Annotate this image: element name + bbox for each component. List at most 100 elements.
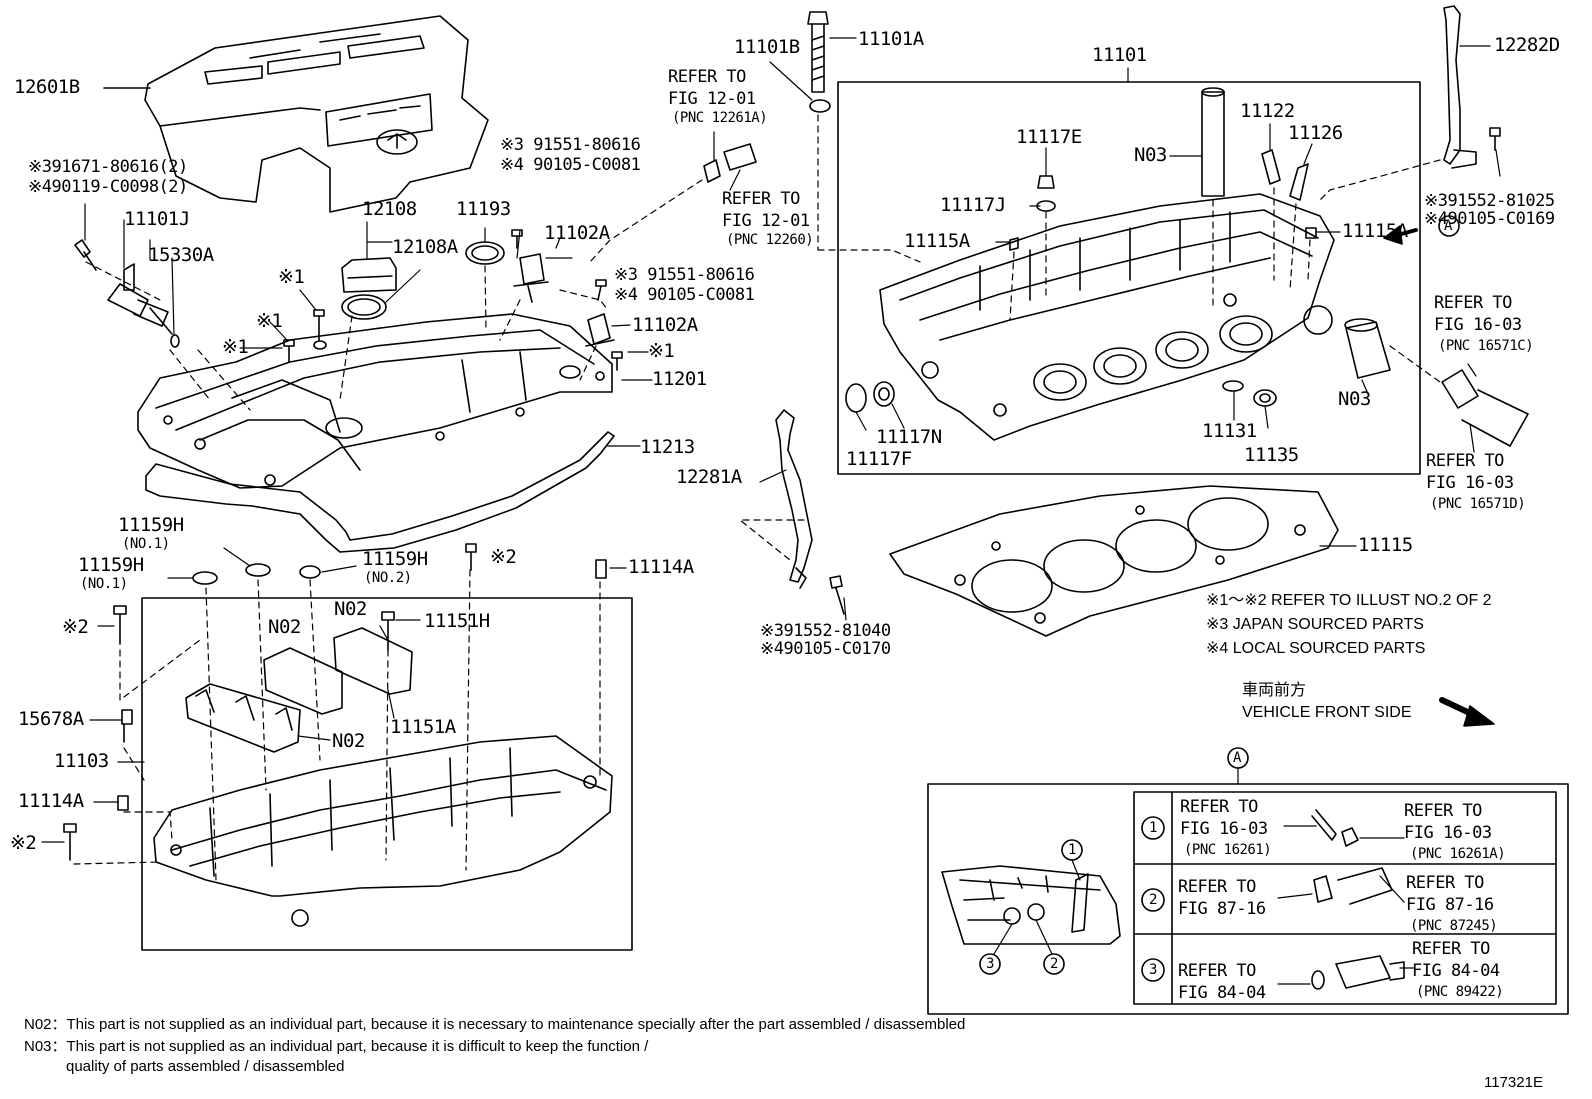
part-N02-b[interactable]: N02 [268, 616, 301, 638]
part-11122[interactable]: 11122 [1240, 100, 1295, 122]
part-N03-right[interactable]: N03 [1338, 388, 1371, 410]
code-right-1: ※391552-81025 [1424, 191, 1555, 211]
part-N02-c[interactable]: N02 [332, 730, 365, 752]
part-11114A-bottom[interactable]: 11114A [18, 790, 84, 812]
note-ref-1-d: ※1 [648, 340, 675, 362]
code-bottom-2: ※490105-C0170 [760, 639, 891, 659]
part-11159H-no2[interactable]: 11159H [362, 548, 428, 570]
inset-callout-1: 1 [1068, 842, 1076, 858]
inset-box [927, 783, 1569, 1015]
part-11201[interactable]: 11201 [652, 368, 707, 390]
inset-r1-right-2[interactable]: FIG 16-03 [1404, 823, 1492, 843]
refer-fig1201-a-1[interactable]: REFER TO [668, 67, 746, 87]
head-gasket-drawing [889, 485, 1339, 637]
part-11101J[interactable]: 11101J [124, 208, 190, 230]
part-15678A[interactable]: 15678A [18, 708, 84, 730]
part-12108A[interactable]: 12108A [392, 236, 458, 258]
inset-r3-right-2[interactable]: FIG 84-04 [1412, 961, 1500, 981]
part-11159H-no1-lower[interactable]: 11159H [78, 554, 144, 576]
part-11101[interactable]: 11101 [1092, 44, 1147, 66]
inset-r2-left-1[interactable]: REFER TO [1178, 877, 1256, 897]
part-12108[interactable]: 12108 [362, 198, 417, 220]
seal-11135-drawing [1253, 389, 1277, 407]
refer-fig1201-b-3: (PNC 12260) [726, 232, 814, 248]
inset-r2-right-1[interactable]: REFER TO [1406, 873, 1484, 893]
part-11103[interactable]: 11103 [54, 750, 109, 772]
part-11101B[interactable]: 11101B [734, 36, 800, 58]
part-11151A[interactable]: 11151A [390, 716, 456, 738]
refer-fig1603-c-3: (PNC 16571C) [1438, 338, 1534, 354]
inset-r1-left-1[interactable]: REFER TO [1180, 797, 1258, 817]
part-11131[interactable]: 11131 [1202, 420, 1257, 442]
part-11151H[interactable]: 11151H [424, 610, 490, 632]
oil-control-valve-drawing [74, 239, 180, 348]
side-bolt-drawings [63, 605, 133, 861]
inset-r3-left-2[interactable]: FIG 84-04 [1178, 983, 1266, 1003]
part-11117F[interactable]: 11117F [846, 448, 912, 470]
inset-r2-right-2[interactable]: FIG 87-16 [1406, 895, 1494, 915]
part-11114A-top[interactable]: 11114A [628, 556, 694, 578]
valve-guide-drawings [1261, 149, 1309, 201]
inset-r2-left-2[interactable]: FIG 87-16 [1178, 899, 1266, 919]
part-11117N[interactable]: 11117N [876, 426, 942, 448]
part-11102A-bottom[interactable]: 11102A [632, 314, 698, 336]
legend-note-1: ※1～※2 REFER TO ILLUST NO.2 OF 2 [1206, 592, 1492, 609]
code-mid2-2: ※4 90105-C0081 [614, 285, 755, 305]
refer-fig1201-a-2[interactable]: FIG 12-01 [668, 89, 756, 109]
part-N02-a[interactable]: N02 [334, 598, 367, 620]
inset-row2-num: 2 [1149, 892, 1157, 908]
part-11117E[interactable]: 11117E [1016, 126, 1082, 148]
code-right-2: ※490105-C0169 [1424, 209, 1555, 229]
bolt-drawings [283, 229, 623, 371]
refer-fig1603-d-1[interactable]: REFER TO [1426, 451, 1504, 471]
part-N03-pipe[interactable]: N03 [1134, 144, 1167, 166]
part-11159H-no1-upper[interactable]: 11159H [118, 514, 184, 536]
tube-right-drawing [1441, 369, 1529, 447]
part-11115A-left[interactable]: 11115A [904, 230, 970, 252]
note-ref-1-a: ※1 [278, 266, 305, 288]
refer-fig1201-a-3: (PNC 12261A) [672, 110, 768, 126]
part-12282D[interactable]: 12282D [1494, 34, 1560, 56]
inset-r3-right-1[interactable]: REFER TO [1412, 939, 1490, 959]
part-11117J[interactable]: 11117J [940, 194, 1006, 216]
refer-fig1603-d-2[interactable]: FIG 16-03 [1426, 473, 1514, 493]
seal-11131-drawing [1222, 380, 1244, 392]
refer-fig1603-c-2[interactable]: FIG 16-03 [1434, 315, 1522, 335]
refer-fig1201-b-1[interactable]: REFER TO [722, 189, 800, 209]
part-11126[interactable]: 11126 [1288, 122, 1343, 144]
view-marker-a[interactable]: A [1444, 218, 1452, 234]
camshaft-housing-drawing [153, 735, 613, 927]
plug-lower-drawings [845, 381, 895, 413]
refer-fig1603-c-1[interactable]: REFER TO [1434, 293, 1512, 313]
pipe-n03-right-drawing [1344, 318, 1391, 379]
pipe-n03-drawing [1201, 87, 1225, 197]
inset-callout-3: 3 [986, 956, 994, 972]
inset-r1-left-2[interactable]: FIG 16-03 [1180, 819, 1268, 839]
inset-r1-right-3: (PNC 16261A) [1410, 846, 1506, 862]
refer-fig1201-b-2[interactable]: FIG 12-01 [722, 211, 810, 231]
inset-r3-left-1[interactable]: REFER TO [1178, 961, 1256, 981]
part-11193[interactable]: 11193 [456, 198, 511, 220]
head-cover-gasket-drawing [145, 431, 615, 553]
part-12601B[interactable]: 12601B [14, 76, 80, 98]
oil-filler-cap-drawing [341, 241, 505, 320]
legend-note-2: ※3 JAPAN SOURCED PARTS [1206, 616, 1424, 633]
part-11115[interactable]: 11115 [1358, 534, 1413, 556]
cylinder-head-drawing [879, 193, 1335, 441]
part-11101A[interactable]: 11101A [858, 28, 924, 50]
bolt-11151H-drawing [381, 611, 395, 651]
part-11135[interactable]: 11135 [1244, 444, 1299, 466]
inset-r2-right-3: (PNC 87245) [1410, 918, 1498, 934]
part-15330A[interactable]: 15330A [148, 244, 214, 266]
bearing-caps-drawing [185, 627, 413, 753]
engine-cover-drawing [144, 15, 489, 213]
part-11102A-top[interactable]: 11102A [544, 222, 610, 244]
inset-r1-right-1[interactable]: REFER TO [1404, 801, 1482, 821]
part-11115A-right[interactable]: 11115A [1342, 220, 1408, 242]
inset-row3-num: 3 [1149, 962, 1157, 978]
part-12281A[interactable]: 12281A [676, 466, 742, 488]
direction-jp: 車両前方 [1242, 682, 1307, 699]
inset-part-drawings [1311, 809, 1405, 990]
part-11213[interactable]: 11213 [640, 436, 695, 458]
